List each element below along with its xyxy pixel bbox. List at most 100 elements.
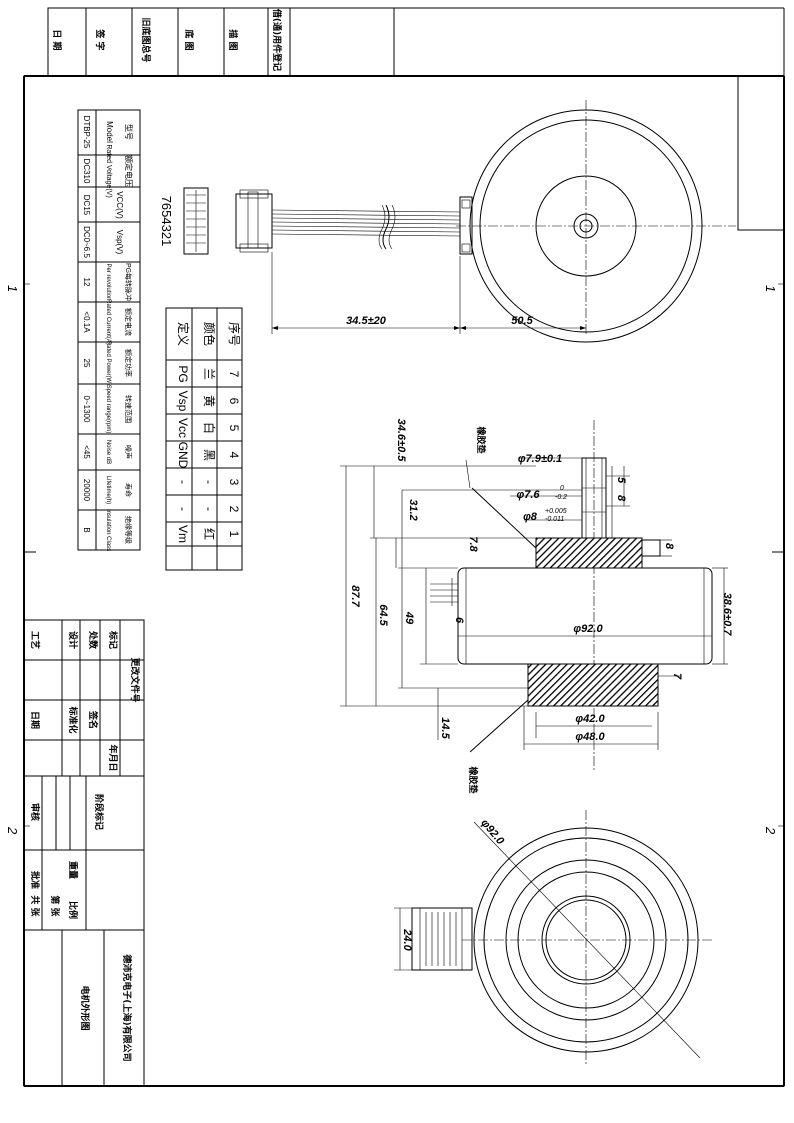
zone-markers: 1 2 1 2 xyxy=(5,285,778,835)
spec-value: DC0~6.5 xyxy=(82,226,91,258)
dim-tab-width: 24.0 xyxy=(401,928,413,951)
dim-bearing-diameter: φ8 xyxy=(523,511,538,523)
pin-color: - xyxy=(202,507,216,511)
spec-header: Vsp(V) xyxy=(115,230,124,255)
top-view: 7654321 34.5±20 50.5 xyxy=(159,100,736,343)
pin-definition: Vcc xyxy=(176,418,190,438)
tb-label: 共 张 xyxy=(29,895,41,917)
spec-header: Rated Voltage(V) xyxy=(105,144,112,197)
header-registration-boxes: 日 期 签 字 旧底图总号 底 图 描 图 借(通)用件登记 xyxy=(47,7,785,77)
dim-8-shaft: 8 xyxy=(615,495,627,502)
pin-row-label: 序号 xyxy=(227,322,242,346)
pin-color: - xyxy=(202,480,216,484)
tb-label: 批准 xyxy=(29,871,41,889)
pin-definition: - xyxy=(176,507,190,511)
label-damping-bottom: 橡胶垫 xyxy=(467,766,479,793)
tb-label: 签名 xyxy=(87,710,99,729)
dim-lead-length: 34.5±20 xyxy=(346,315,387,327)
dim-7: 7 xyxy=(671,673,683,680)
header-label: 签 字 xyxy=(94,28,106,50)
dim-8-hub: 8 xyxy=(663,543,675,550)
spec-value: <45 xyxy=(82,445,91,459)
tb-label: 比例 xyxy=(67,901,79,919)
spec-header: 寿命 xyxy=(124,483,133,497)
pin-number: 5 xyxy=(227,425,241,432)
title-block: 工艺 设计 标记 处数 更改文件号 标准化 日期 签名 年月日 审核 批准 阶段… xyxy=(23,619,145,1087)
dim-bearing-tol-upper: +0.005 xyxy=(545,508,567,515)
spec-value: 25 xyxy=(82,359,91,368)
pin-row-label: 定义 xyxy=(176,322,191,346)
spec-header: Insulation Class xyxy=(105,509,111,551)
spec-table: 型号 Model 额定电压 Rated Voltage(V) VCC(V) Vs… xyxy=(77,109,141,551)
pin-definition: PG xyxy=(176,365,190,382)
dim-7-8: 7.8 xyxy=(467,536,479,552)
header-label: 旧底图总号 xyxy=(140,17,152,62)
pin-color: 黄 xyxy=(202,395,216,407)
dim-body-diameter: φ92.0 xyxy=(573,623,603,635)
tb-label: 工艺 xyxy=(29,631,41,649)
header-label: 描 图 xyxy=(227,29,239,50)
spec-header: Rated Current(A) xyxy=(105,299,111,345)
dim-31-2: 31.2 xyxy=(407,499,419,520)
spec-header: 绝缘等级 xyxy=(124,516,133,544)
header-label: 日 期 xyxy=(51,29,63,50)
dim-hub-outer: φ48.0 xyxy=(575,731,605,743)
dim-flat-tol-upper: 0 xyxy=(560,485,564,492)
tb-label: 标记 xyxy=(107,630,119,649)
pin-definition: - xyxy=(176,480,190,484)
spec-header: Noise dB xyxy=(105,440,111,464)
company-name: 德沛克电子(上海)有限公司 xyxy=(121,954,133,1061)
drawing-title: 电机外形图 xyxy=(79,985,91,1030)
pin-color: 白 xyxy=(202,422,217,434)
side-section-view: 橡胶垫 橡胶垫 34.6±0.5 φ7.9±0.1 φ7.6 0 -0.2 φ8… xyxy=(340,419,733,794)
tb-label: 更改文件号 xyxy=(129,657,141,702)
tb-label: 日期 xyxy=(29,711,41,729)
tb-label: 重量 xyxy=(67,861,79,879)
dim-6: 6 xyxy=(453,617,465,624)
pin-table: 序号 颜色 定义 7 6 5 4 3 2 1 兰 黄 白 黑 - - 红 PG … xyxy=(165,307,243,571)
dim-49: 49 xyxy=(403,611,415,625)
spec-value: DC15 xyxy=(82,195,91,216)
spec-value: 12 xyxy=(82,278,91,287)
spec-value: B xyxy=(82,527,91,532)
pin-definition: Vsp xyxy=(176,391,190,412)
spec-header: Model xyxy=(105,121,114,143)
dim-shaft-length: 34.6±0.5 xyxy=(395,419,407,463)
pin-definition: GND xyxy=(176,442,190,469)
dim-flat-tol-lower: -0.2 xyxy=(555,494,567,501)
spec-header: 额定电流 xyxy=(124,308,133,336)
tb-label: 设计 xyxy=(67,631,79,649)
zone-mark: 1 xyxy=(763,285,778,292)
bottom-view: 24.0 φ92.0 xyxy=(394,810,712,1064)
pin-definition: Vm xyxy=(176,525,190,543)
spec-header: VCC(V) xyxy=(115,191,124,219)
spec-header: 转速范围 xyxy=(124,395,133,423)
pin-color: 黑 xyxy=(202,449,216,461)
spec-header: 型号 xyxy=(124,124,133,140)
spec-value: 0~1300 xyxy=(82,396,91,423)
spec-header: 额定电压 xyxy=(124,155,134,187)
dim-5: 5 xyxy=(615,477,627,484)
pin-row-label: 颜色 xyxy=(202,322,217,346)
dim-shaft-flat: φ7.6 xyxy=(516,489,540,501)
dim-bottom-diameter: φ92.0 xyxy=(478,817,506,848)
dim-body-height: 38.6±0.7 xyxy=(721,593,733,637)
connector-code: 7654321 xyxy=(159,196,174,247)
header-label: 借(通)用件登记 xyxy=(271,8,283,71)
pin-color: 兰 xyxy=(202,368,216,380)
header-label: 底 图 xyxy=(183,29,195,50)
tb-label: 审核 xyxy=(29,803,41,821)
zone-mark: 2 xyxy=(763,826,778,835)
spec-value: DC310 xyxy=(82,159,91,184)
pin-number: 1 xyxy=(227,531,241,538)
pin-number: 4 xyxy=(227,452,241,459)
spec-values: DTBP-25 DC310 DC15 DC0~6.5 12 <0.1A 25 0… xyxy=(82,116,91,533)
spec-value: DTBP-25 xyxy=(82,116,91,149)
spec-header: PG每转脉冲 xyxy=(124,263,133,301)
dim-exit-offset: 50.5 xyxy=(511,315,533,327)
spec-header: 噪声 xyxy=(124,445,133,459)
label-damping-top: 橡胶垫 xyxy=(475,426,487,453)
zone-mark: 2 xyxy=(5,826,20,835)
zone-mark: 1 xyxy=(5,285,20,292)
